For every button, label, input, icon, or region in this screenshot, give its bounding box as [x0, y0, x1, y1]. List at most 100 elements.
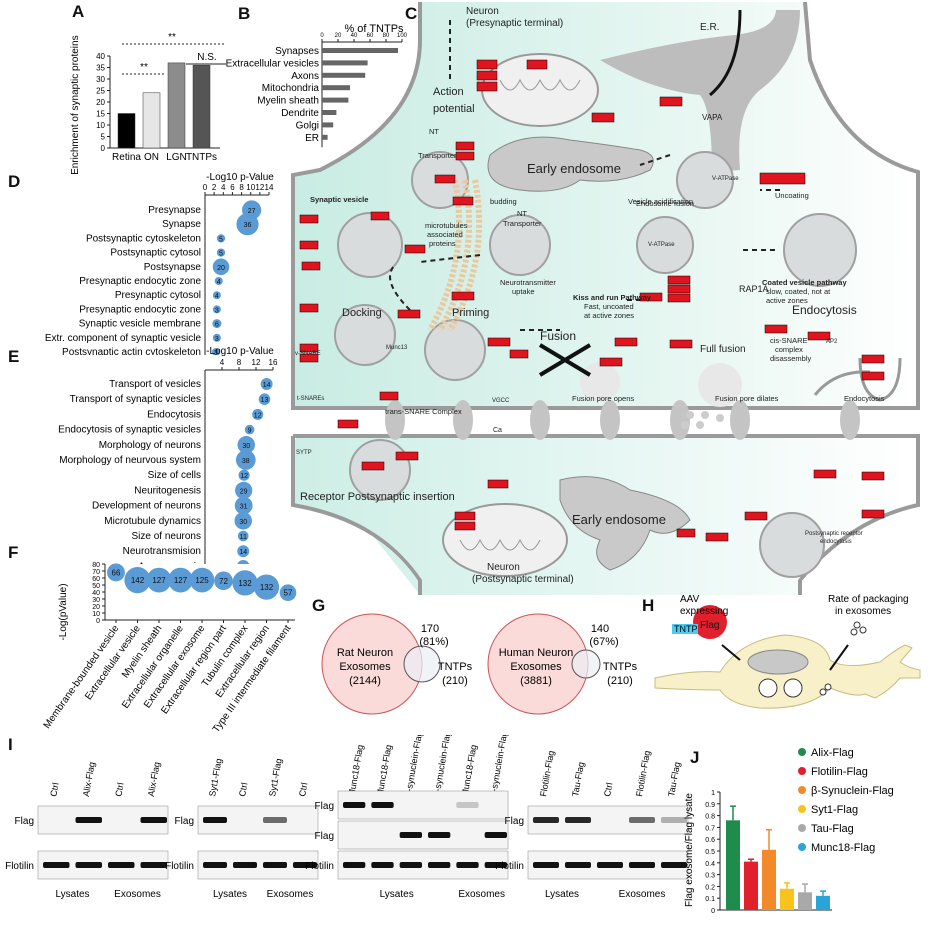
c-neurotransmitter: Neurotransmitter — [500, 278, 556, 287]
f-bubble — [253, 574, 280, 600]
a-x-label: ON — [144, 152, 159, 163]
i-blot-frame — [337, 820, 509, 850]
fusion-x-2 — [538, 343, 592, 377]
h-aav2: expressing — [680, 606, 728, 617]
c-cis-2: complex — [775, 345, 803, 354]
c-sytp: SYTP — [296, 450, 312, 456]
early-endosome-pre — [487, 136, 654, 192]
mvb-2 — [783, 678, 803, 698]
d-category-label: Postsynapse — [144, 262, 202, 273]
c-synaptic-vesicle: Synaptic vesicle — [310, 195, 368, 204]
panel-j-chart: Flag exosome/Flag lysate 00.10.20.30.40.… — [684, 747, 894, 915]
j-legend-label: Flotilin-Flag — [811, 766, 868, 778]
i-lane-label: Tau-Flag — [570, 761, 586, 797]
j-y-tick-label: 0.8 — [705, 814, 715, 821]
d-bubble-label: 36 — [244, 222, 252, 229]
panel-a-sig1: ** — [168, 32, 176, 43]
b-category-label: Myelin sheath — [257, 96, 319, 107]
c-microtubules: microtubules — [425, 221, 468, 230]
f-bubble-label: 132 — [260, 583, 274, 592]
i-band — [629, 862, 655, 868]
j-legend-marker — [798, 843, 806, 851]
fusion-pores — [580, 362, 742, 407]
c-associated: associated — [427, 230, 463, 239]
b-bar — [322, 97, 349, 103]
j-legend-marker — [798, 824, 806, 832]
c-tsnares: t-SNAREs — [297, 396, 324, 402]
i-band — [233, 862, 257, 868]
d-bubble-label: 3 — [214, 350, 218, 355]
e-bubble — [244, 424, 255, 435]
g-rat-title2: Exosomes — [339, 661, 391, 673]
i-band — [428, 832, 451, 838]
c-fusion-pore-opens: Fusion pore opens — [572, 394, 634, 403]
i-band — [140, 817, 167, 823]
g-rat-title1: Rat Neuron — [337, 647, 393, 659]
c-fusion-pore-dilates: Fusion pore dilates — [715, 394, 779, 403]
j-y-tick-label: 1 — [711, 790, 715, 797]
d-category-label: Postsynaptic actin cytoskeleton — [62, 347, 201, 355]
e-bubble — [234, 512, 253, 530]
f-bubble-label: 72 — [219, 577, 228, 586]
g-rat-tntps: TNTPs — [438, 661, 473, 673]
panel-letter-g: G — [312, 596, 326, 615]
i-lane-label: β-synuclein-Flag — [431, 735, 452, 797]
panel-f-ylabel: -Log(pValue) — [58, 583, 69, 640]
e-x-tick-label: 12 — [252, 358, 261, 367]
e-bubble-label: 29 — [240, 488, 248, 495]
e-category-label: Axonogenesis — [138, 561, 201, 564]
d-bubble-label: 4 — [217, 279, 221, 286]
j-y-tick-label: 0.7 — [705, 825, 715, 832]
i-band — [343, 802, 366, 808]
g-human-title2: Exosomes — [510, 661, 562, 673]
panel-letter-d: D — [8, 172, 21, 191]
panel-a-ylabel: % Enrichment of synaptic proteins — [70, 35, 81, 176]
i-band — [533, 817, 559, 823]
i-blot-frame — [337, 850, 509, 880]
d-category-label: Synaptic vesicle membrane — [79, 319, 202, 330]
h-aav1: AAV — [680, 594, 700, 605]
i-band — [343, 862, 366, 868]
i-lane-label: Alix-Flag — [146, 761, 162, 797]
d-bubble-label: 3 — [215, 307, 219, 314]
f-bubble — [146, 567, 172, 593]
j-legend-label: Tau-Flag — [811, 823, 854, 835]
i-band — [565, 817, 591, 823]
d-bubble-label: 5 — [219, 236, 223, 243]
g-rat-tntps-count: (210) — [442, 675, 468, 687]
c-receptor-insertion: Receptor Postsynaptic insertion — [300, 491, 455, 503]
i-row-label: Flag — [315, 801, 334, 812]
f-bubble-label: 66 — [112, 568, 121, 577]
e-bubble-label: 12 — [240, 473, 248, 480]
i-lane-label: Alix-Flag — [81, 761, 97, 797]
b-x-tick-label: 0 — [320, 33, 324, 39]
e-bubble-label: 31 — [240, 504, 248, 511]
f-bubble — [168, 567, 193, 593]
d-bubble — [212, 305, 221, 314]
i-band — [203, 817, 227, 823]
b-x-tick-label: 80 — [383, 33, 390, 39]
c-rap1a: RAP1A — [739, 284, 769, 294]
e-bubble-label: 38 — [242, 458, 250, 465]
i-exosomes-label: Exosomes — [619, 889, 666, 900]
b-category-label: Mitochondria — [262, 83, 320, 94]
i-band — [75, 817, 102, 823]
i-band — [399, 862, 422, 868]
f-bubble — [279, 584, 297, 602]
i-exosomes-label: Exosomes — [114, 889, 161, 900]
d-category-label: Presynapse — [148, 205, 201, 216]
c-action2: potential — [433, 103, 475, 115]
i-band — [565, 862, 591, 868]
g-human-tntps-count: (210) — [607, 675, 633, 687]
d-bubble — [216, 234, 226, 243]
e-bubble-label: 14 — [263, 382, 271, 389]
d-x-tick-label: 0 — [203, 183, 208, 192]
i-exosomes-label: Exosomes — [267, 889, 314, 900]
e-bubble-label: 9 — [248, 428, 252, 435]
j-y-tick-label: 0.6 — [705, 837, 715, 844]
er-line — [709, 9, 742, 97]
e-category-label: Transport of synaptic vesicles — [70, 394, 201, 405]
d-x-tick-label: 8 — [239, 183, 244, 192]
